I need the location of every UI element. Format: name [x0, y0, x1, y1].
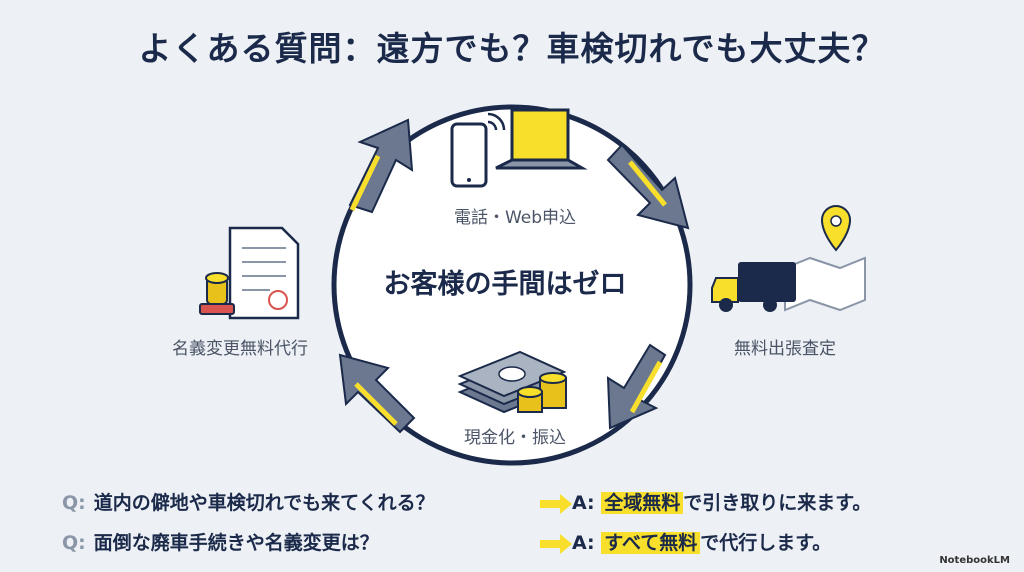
cycle-arrow-top-left [348, 118, 414, 214]
document-stamp-icon [199, 226, 300, 320]
step-label-appraisal: 無料出張査定 [734, 339, 836, 359]
brand-watermark: NotebookLM [939, 555, 1010, 566]
qa1-arrow-icon [540, 494, 572, 514]
answer-prefix: A: [572, 492, 595, 514]
question-prefix: Q: [62, 492, 86, 514]
answer-rest: で引き取りに来ます。 [683, 492, 872, 514]
center-message: お客様の手間はゼロ [383, 269, 627, 300]
cash-coins-icon [457, 350, 567, 414]
cycle-circle [331, 104, 693, 466]
answer-text: A: 全域無料で引き取りに来ます。 [572, 488, 871, 515]
step-label-payment: 現金化・振込 [464, 428, 566, 448]
question-text: 道内の僻地や車検切れでも来てくれる？ [93, 492, 435, 514]
question-prefix: Q: [62, 532, 86, 554]
answer-prefix: A: [572, 532, 595, 554]
answer-highlight: 全域無料 [601, 492, 684, 514]
qa2-arrow-icon [540, 534, 572, 554]
answer-highlight: すべて無料 [601, 532, 701, 554]
qa-item-2: Q: 面倒な廃車手続きや名義変更は？ A: すべて無料で代行します。 [62, 528, 831, 555]
truck-map-icon [711, 205, 866, 312]
cycle-arrow-bottom-right [606, 343, 667, 430]
question-text: 面倒な廃車手続きや名義変更は？ [93, 532, 379, 554]
cycle-arrow-bottom-left [338, 353, 416, 434]
step-label-apply: 電話・Web申込 [453, 208, 577, 228]
answer-text: A: すべて無料で代行します。 [572, 528, 831, 555]
answer-rest: で代行します。 [700, 532, 832, 554]
step-label-name-change: 名義変更無料代行 [172, 339, 308, 359]
qa-item-1: Q: 道内の僻地や車検切れでも来てくれる？ A: 全域無料で引き取りに来ます。 [62, 488, 871, 515]
page-title: よくある質問：遠方でも？車検切れでも大丈夫？ [138, 29, 886, 68]
phone-laptop-icon [450, 108, 588, 188]
cycle-arrow-top-right [606, 143, 690, 230]
